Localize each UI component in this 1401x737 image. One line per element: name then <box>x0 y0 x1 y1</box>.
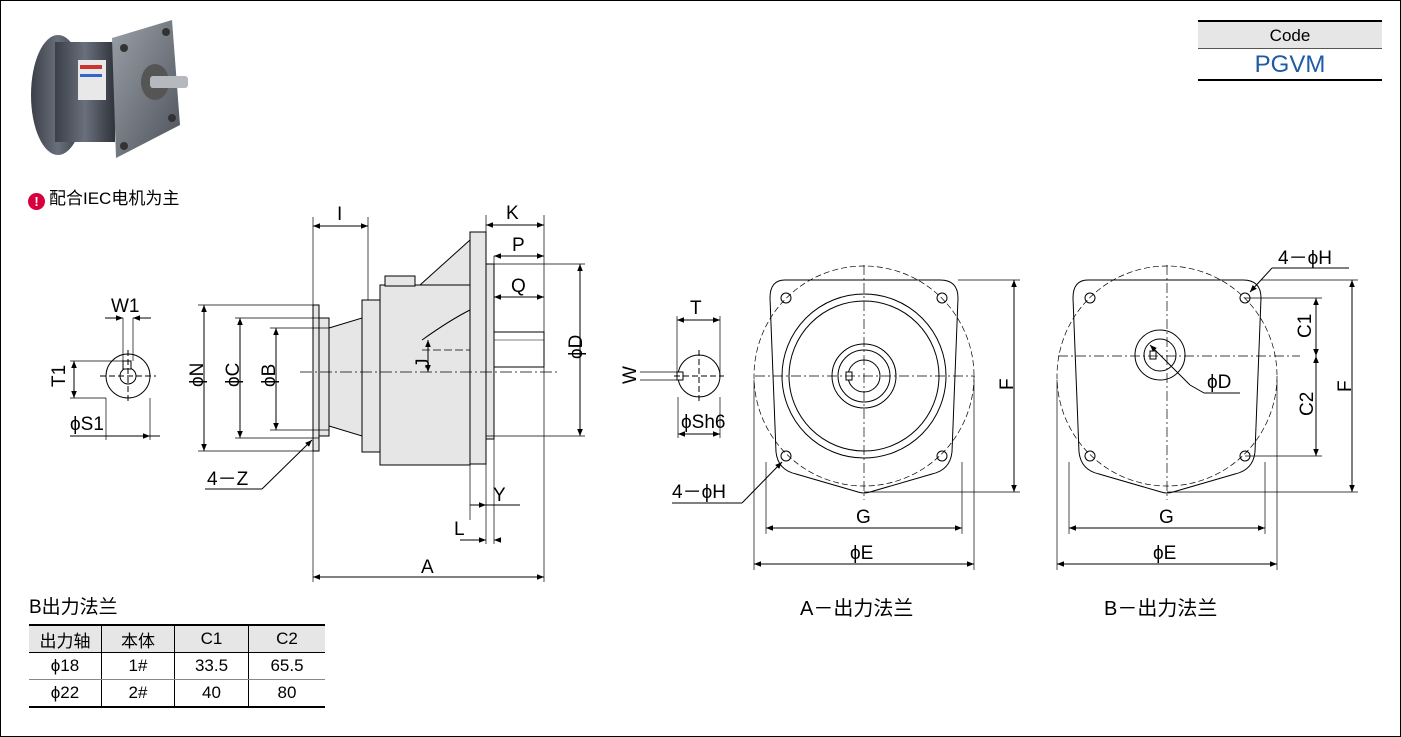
col-header: C2 <box>248 624 325 653</box>
dim-y: Y <box>493 485 506 506</box>
dim-l: L <box>454 519 465 540</box>
col-header: 出力轴 <box>29 624 102 653</box>
dim-f-a: F <box>997 378 1018 390</box>
dim-w1: W1 <box>111 296 140 317</box>
dim-t: T <box>690 298 702 319</box>
dim-t1: T1 <box>49 365 70 387</box>
side-view <box>198 215 585 582</box>
dim-d: ϕD <box>566 335 587 359</box>
dim-c: ϕC <box>223 363 244 387</box>
dim-c2: C2 <box>1297 392 1318 416</box>
gearmotor-photo <box>31 20 188 158</box>
dim-b: ϕB <box>259 364 280 387</box>
shaft-end-view-left <box>70 315 160 440</box>
table-cell: 2# <box>101 679 175 708</box>
dim-i: I <box>337 204 342 225</box>
flange-b-view <box>1056 265 1358 570</box>
dim-w: W <box>620 366 641 384</box>
table-cell: 80 <box>248 679 325 708</box>
flange-a-view <box>672 265 1020 570</box>
spec-table: 出力轴 本体 C1 C2 ϕ18 1# 33.5 65.5 ϕ22 2# 40 … <box>29 624 325 708</box>
dim-z: 4－Z <box>207 469 249 490</box>
col-header: C1 <box>174 624 249 653</box>
dim-sh6: ϕSh6 <box>681 412 725 433</box>
dim-p: P <box>512 235 525 256</box>
table-header-row: 出力轴 本体 C1 C2 <box>29 624 325 653</box>
table-title: B出力法兰 <box>29 597 118 618</box>
caption-flange-b: B－出力法兰 <box>1104 598 1218 620</box>
table-row: ϕ22 2# 40 80 <box>29 679 325 708</box>
dim-h-a: 4－ϕH <box>672 482 726 503</box>
table-cell: 65.5 <box>248 652 325 680</box>
dim-e-b: ϕE <box>1153 543 1176 564</box>
dim-e-a: ϕE <box>850 543 873 564</box>
dim-a: A <box>421 557 434 578</box>
dim-g-a: G <box>856 507 871 528</box>
shaft-end-view-mid <box>640 316 724 438</box>
dim-q: Q <box>511 276 526 297</box>
code-box: Code PGVM <box>1198 20 1382 81</box>
warning-icon: ! <box>28 193 45 210</box>
table-cell: 1# <box>101 652 175 680</box>
code-label: Code <box>1198 20 1382 49</box>
dim-f-b: F <box>1335 380 1356 392</box>
dim-d-b: ϕD <box>1207 372 1231 393</box>
dim-k: K <box>506 203 519 224</box>
note-text: 配合IEC电机为主 <box>49 189 180 208</box>
table-cell: 40 <box>174 679 249 708</box>
dim-s1: ϕS1 <box>70 414 104 435</box>
note: !配合IEC电机为主 <box>28 184 179 210</box>
table-row: ϕ18 1# 33.5 65.5 <box>29 652 325 680</box>
table-cell: 33.5 <box>174 652 249 680</box>
caption-flange-a: A－出力法兰 <box>800 598 914 620</box>
col-header: 本体 <box>101 624 175 653</box>
table-cell: ϕ22 <box>29 679 102 708</box>
table-cell: ϕ18 <box>29 652 102 680</box>
dim-j: J <box>413 359 434 369</box>
dim-g-b: G <box>1159 507 1174 528</box>
code-value: PGVM <box>1198 49 1382 81</box>
dim-c1: C1 <box>1295 314 1316 338</box>
dim-n: ϕN <box>187 363 208 387</box>
dim-h-b: 4－ϕH <box>1278 248 1332 269</box>
